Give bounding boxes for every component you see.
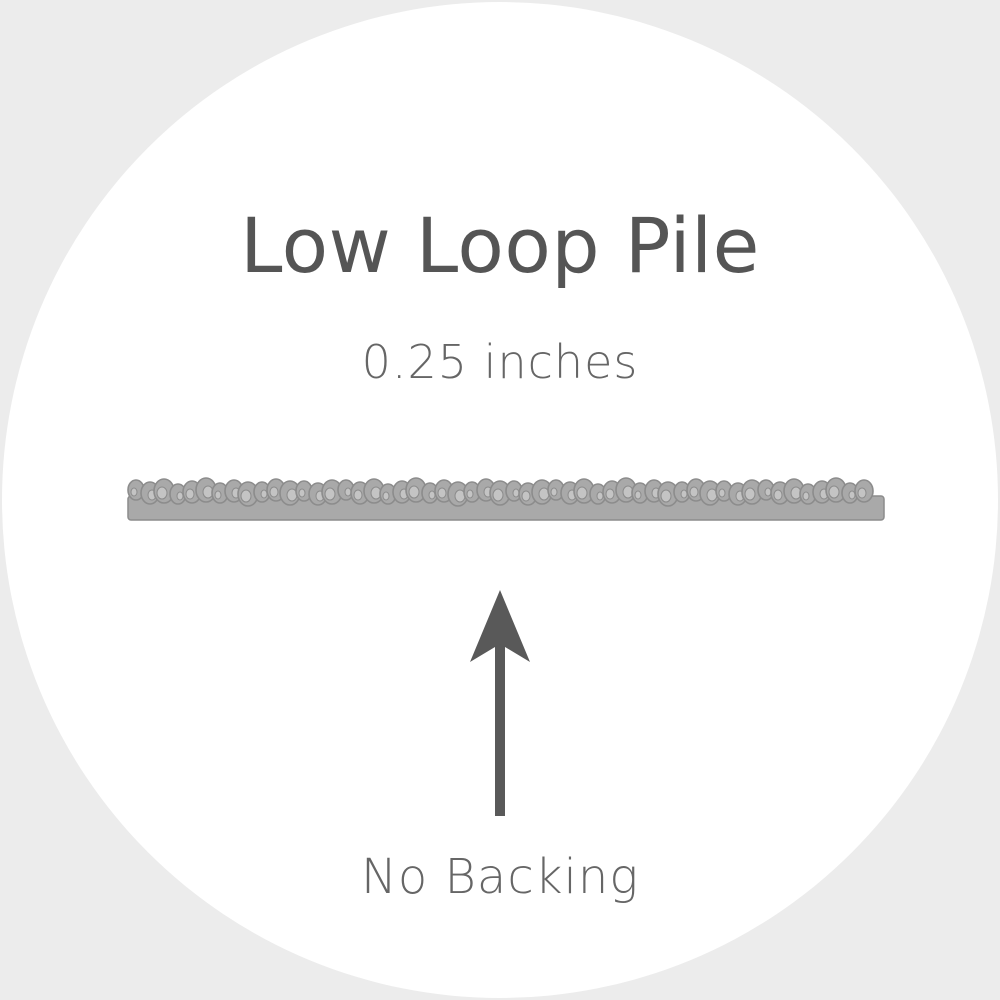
pile-loop-inner (344, 487, 352, 497)
pile-loop-inner (512, 488, 520, 498)
arrow-shaft (495, 626, 505, 816)
pile-loop-inner (176, 491, 184, 501)
pile-loop-inner (680, 489, 688, 499)
pile-loop-inner (214, 490, 222, 500)
pile-loop-inner (437, 487, 447, 499)
pile-loop-inner (466, 489, 474, 499)
pile-loop-inner (324, 487, 336, 501)
pile-loop-inner (576, 486, 588, 500)
pile-loop-inner (596, 491, 604, 501)
pile-loop-inner (185, 488, 195, 500)
pile-loop-inner (718, 488, 726, 498)
pile-loop-inner (382, 491, 390, 501)
arrow-up-icon (470, 590, 530, 816)
pile-loop-inner (521, 490, 531, 502)
pile-loop-inner (492, 488, 504, 502)
pile-loop-inner (156, 486, 168, 500)
pile-loop-inner (773, 489, 783, 501)
pile-loop-inner (764, 487, 772, 497)
pile-loop-inner (260, 489, 268, 499)
pile-loop-inner (428, 490, 436, 500)
pile-loop-inner (605, 488, 615, 500)
pile-loop-inner (802, 491, 810, 501)
pile-loop-inner (353, 489, 363, 501)
pile-loop-inner (660, 489, 672, 503)
loop-pile-illustration (127, 477, 885, 521)
pile-height-label: 0.25 inches (361, 335, 639, 389)
pile-loop-inner (550, 487, 558, 497)
pile-loop-inner (634, 490, 642, 500)
pile-type-title: Low Loop Pile (240, 201, 760, 290)
pile-loops (127, 477, 874, 507)
backing-label: No Backing (360, 849, 640, 905)
pile-loop-inner (689, 486, 699, 498)
pile-loop-inner (240, 489, 252, 503)
pile-loop-inner (857, 487, 867, 499)
pile-loop-inner (848, 490, 856, 500)
pile-loop-inner (298, 488, 306, 498)
arrow-head (470, 590, 530, 662)
pile-loop-inner (269, 486, 279, 498)
pile-loop-inner (130, 487, 138, 497)
pile-loop-inner (408, 485, 420, 499)
pile-loop-inner (828, 485, 840, 499)
pile-loop-inner (744, 487, 756, 501)
